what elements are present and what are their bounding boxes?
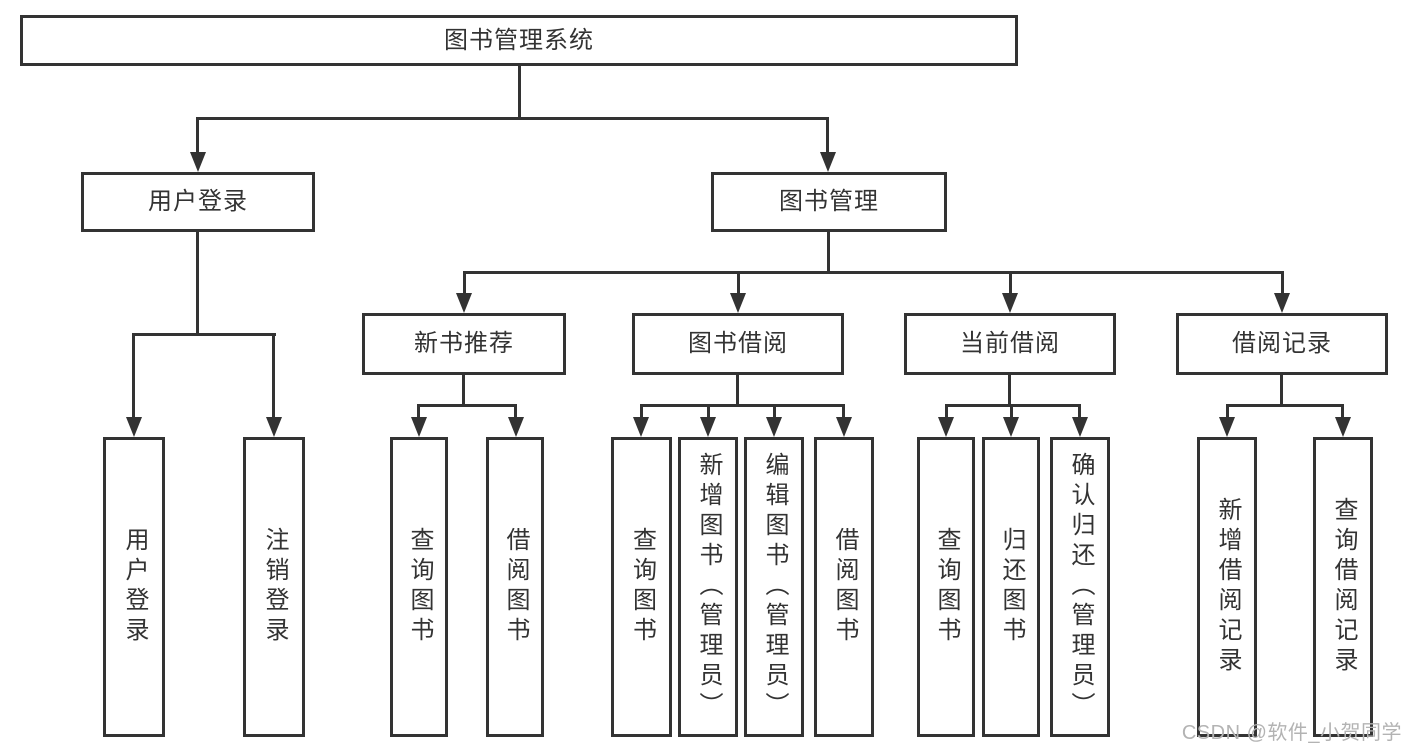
- arrowhead-icon: [820, 152, 836, 172]
- connector-line: [1341, 404, 1344, 419]
- leaf-return-books: 归还图书: [982, 437, 1040, 737]
- node-current-borrow: 当前借阅: [904, 313, 1116, 375]
- leaf-confirm-return-admin: 确认归还（管理员）: [1050, 437, 1110, 737]
- node-new-book-recommend: 新书推荐: [362, 313, 566, 375]
- connector-line: [1008, 375, 1011, 407]
- connector-line: [737, 271, 740, 297]
- arrowhead-icon: [1072, 417, 1088, 437]
- connector-line: [196, 117, 829, 120]
- connector-line: [272, 333, 275, 419]
- leaf-query-books-2-label: 查询图书: [628, 527, 656, 647]
- csdn-watermark: CSDN @软件_小贺同学: [1181, 722, 1402, 744]
- leaf-user-login: 用户登录: [103, 437, 165, 737]
- connector-line: [640, 404, 845, 407]
- arrowhead-icon: [411, 417, 427, 437]
- node-user-login: 用户登录: [81, 172, 315, 232]
- leaf-query-borrow-record-label: 查询借阅记录: [1330, 497, 1357, 677]
- connector-line: [196, 117, 199, 157]
- node-book-borrow: 图书借阅: [632, 313, 844, 375]
- leaf-user-login-label: 用户登录: [121, 527, 148, 647]
- connector-line: [132, 333, 276, 336]
- connector-line: [417, 404, 517, 407]
- leaf-query-borrow-record: 查询借阅记录: [1313, 437, 1373, 737]
- arrowhead-icon: [1274, 293, 1290, 313]
- connector-line: [196, 232, 199, 336]
- connector-line: [514, 404, 517, 419]
- leaf-logout-label: 注销登录: [261, 527, 288, 647]
- arrowhead-icon: [938, 417, 954, 437]
- leaf-query-books-3: 查询图书: [917, 437, 975, 737]
- connector-line: [1280, 375, 1283, 407]
- connector-line: [462, 375, 465, 407]
- node-borrow-records-label: 借阅记录: [1232, 330, 1332, 358]
- arrowhead-icon: [126, 417, 142, 437]
- leaf-add-books-admin: 新增图书（管理员）: [678, 437, 738, 737]
- connector-line: [1281, 271, 1284, 297]
- node-user-login-label: 用户登录: [148, 188, 248, 216]
- node-root-label: 图书管理系统: [444, 26, 594, 54]
- connector-line: [463, 271, 1284, 274]
- leaf-borrow-books-label: 借阅图书: [502, 527, 529, 647]
- connector-line: [773, 404, 776, 419]
- arrowhead-icon: [508, 417, 524, 437]
- connector-line: [1226, 404, 1229, 419]
- leaf-add-borrow-record: 新增借阅记录: [1197, 437, 1257, 737]
- arrowhead-icon: [836, 417, 852, 437]
- leaf-query-books-2: 查询图书: [611, 437, 672, 737]
- node-root: 图书管理系统: [20, 15, 1018, 66]
- arrowhead-icon: [633, 417, 649, 437]
- connector-line: [132, 333, 135, 419]
- leaf-logout: 注销登录: [243, 437, 305, 737]
- leaf-add-books-admin-label: 新增图书（管理员）: [695, 452, 722, 722]
- connector-line: [1009, 271, 1012, 297]
- connector-line: [463, 271, 466, 297]
- leaf-confirm-return-admin-label: 确认归还（管理员）: [1067, 452, 1094, 722]
- arrowhead-icon: [730, 293, 746, 313]
- arrowhead-icon: [1335, 417, 1351, 437]
- connector-line: [1226, 404, 1344, 407]
- connector-line: [826, 117, 829, 157]
- node-book-management-label: 图书管理: [779, 188, 879, 216]
- connector-line: [736, 375, 739, 407]
- connector-line: [945, 404, 948, 419]
- leaf-query-books: 查询图书: [390, 437, 448, 737]
- leaf-query-books-3-label: 查询图书: [933, 527, 960, 647]
- connector-line: [640, 404, 643, 419]
- arrowhead-icon: [700, 417, 716, 437]
- leaf-borrow-books: 借阅图书: [486, 437, 544, 737]
- node-book-borrow-label: 图书借阅: [688, 330, 788, 358]
- connector-line: [842, 404, 845, 419]
- leaf-borrow-books-2: 借阅图书: [814, 437, 874, 737]
- connector-line: [518, 66, 521, 119]
- arrowhead-icon: [1002, 293, 1018, 313]
- connector-line: [827, 232, 830, 273]
- arrowhead-icon: [1219, 417, 1235, 437]
- leaf-add-borrow-record-label: 新增借阅记录: [1214, 497, 1241, 677]
- leaf-query-books-label: 查询图书: [406, 527, 433, 647]
- leaf-edit-books-admin: 编辑图书（管理员）: [744, 437, 804, 737]
- leaf-edit-books-admin-label: 编辑图书（管理员）: [761, 452, 788, 722]
- connector-line: [707, 404, 710, 419]
- node-borrow-records: 借阅记录: [1176, 313, 1388, 375]
- arrowhead-icon: [266, 417, 282, 437]
- node-current-borrow-label: 当前借阅: [960, 330, 1060, 358]
- arrowhead-icon: [456, 293, 472, 313]
- leaf-borrow-books-2-label: 借阅图书: [831, 527, 858, 647]
- connector-line: [1078, 404, 1081, 419]
- node-book-management: 图书管理: [711, 172, 947, 232]
- arrowhead-icon: [766, 417, 782, 437]
- connector-line: [417, 404, 420, 419]
- leaf-return-books-label: 归还图书: [998, 527, 1025, 647]
- connector-line: [945, 404, 1081, 407]
- node-new-book-recommend-label: 新书推荐: [414, 330, 514, 358]
- arrowhead-icon: [1003, 417, 1019, 437]
- connector-line: [1010, 404, 1013, 419]
- arrowhead-icon: [190, 152, 206, 172]
